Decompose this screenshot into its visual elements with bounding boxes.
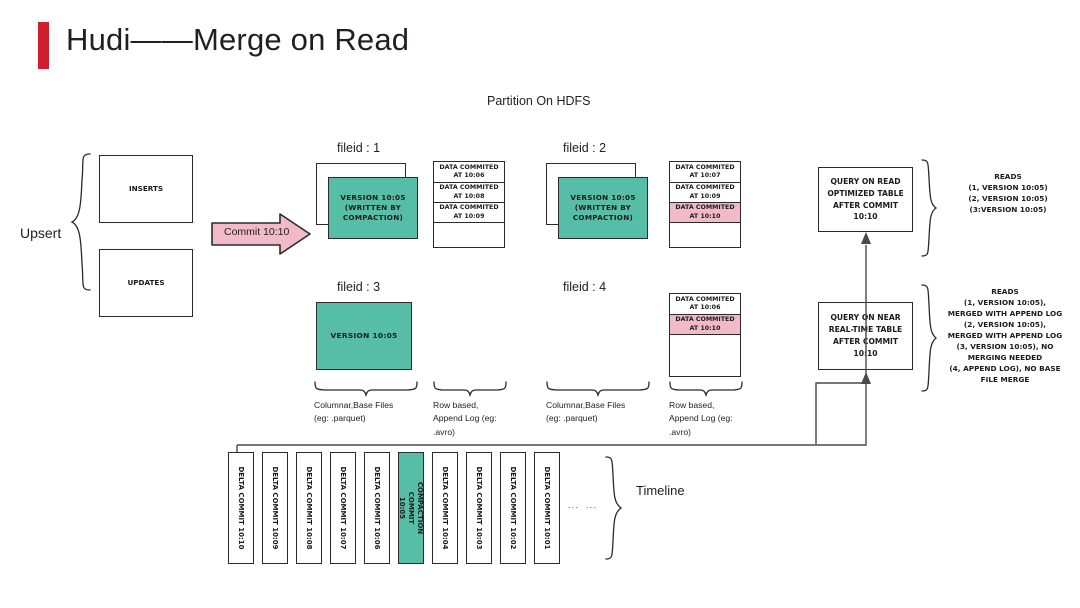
commit-label: DELTA COMMIT 10:08 (305, 466, 313, 550)
timeline-commit-card[interactable]: DELTA COMMIT 10:09 (262, 452, 288, 564)
inserts-label: INSERTS (128, 184, 164, 194)
title-accent-bar (38, 22, 49, 69)
brace-rowlog-1-label: Row based, Append Log (eg: .avro) (433, 400, 497, 437)
upsert-brace (70, 153, 91, 291)
commit-label: COMPACTION COMMIT 10:05 (398, 481, 425, 535)
commit-label: DELTA COMMIT 10:10 (237, 466, 245, 550)
commit-label: DELTA COMMIT 10:06 (373, 466, 381, 550)
fileid-3-base-label: VERSION 10:05 (330, 331, 398, 340)
log-cell-highlighted: DATA COMMITED AT 10:10 (670, 315, 740, 335)
timeline-commit-card[interactable]: DELTA COMMIT 10:08 (296, 452, 322, 564)
brace-columnar-1-label: Columnar,Base Files (eg: .parquet) (314, 400, 394, 424)
brace-reads-2 (921, 284, 938, 392)
reads-read-optimized: READS (1, VERSION 10:05) (2, VERSION 10:… (968, 172, 1048, 214)
timeline-commit-card[interactable]: DELTA COMMIT 10:03 (466, 452, 492, 564)
commit-label: DELTA COMMIT 10:03 (475, 466, 483, 550)
commit-label: DELTA COMMIT 10:02 (509, 466, 517, 550)
timeline-commit-card[interactable]: DELTA COMMIT 10:04 (432, 452, 458, 564)
inserts-box: INSERTS (99, 155, 193, 223)
fileid-3-label: fileid : 3 (337, 280, 381, 294)
timeline-commit-card[interactable]: DELTA COMMIT 10:06 (364, 452, 390, 564)
updates-box: UPDATES (99, 249, 193, 317)
brace-rowlog-2 (669, 381, 743, 398)
brace-reads-1 (921, 159, 938, 257)
brace-rowlog-1 (433, 381, 507, 398)
log-cell: DATA COMMITED AT 10:07 (670, 162, 740, 183)
timeline-label: Timeline (636, 483, 685, 498)
fileid-4-log-stack: DATA COMMITED AT 10:06 DATA COMMITED AT … (669, 293, 741, 377)
brace-rowlog-2-label: Row based, Append Log (eg: .avro) (669, 400, 733, 437)
fileid-2-base-label: VERSION 10:05 (WRITTEN BY COMPACTION) (570, 193, 636, 222)
fileid-3-base-file: VERSION 10:05 (316, 302, 412, 370)
fileid-2-base-file: VERSION 10:05 (WRITTEN BY COMPACTION) (558, 177, 648, 239)
timeline-commit-card[interactable]: DELTA COMMIT 10:01 (534, 452, 560, 564)
log-cell: DATA COMMITED AT 10:09 (434, 203, 504, 223)
commit-arrow (211, 213, 311, 255)
fileid-1-base-label: VERSION 10:05 (WRITTEN BY COMPACTION) (340, 193, 406, 222)
log-cell-highlighted: DATA COMMITED AT 10:10 (670, 203, 740, 223)
timeline-commit-card[interactable]: DELTA COMMIT 10:07 (330, 452, 356, 564)
timeline-ellipsis: ⋮ (584, 501, 597, 515)
timeline-commit-card[interactable]: DELTA COMMIT 10:10 (228, 452, 254, 564)
brace-columnar-1 (314, 381, 418, 398)
commit-label: DELTA COMMIT 10:01 (543, 466, 551, 550)
timeline-compaction-commit-card[interactable]: COMPACTION COMMIT 10:05 (398, 452, 424, 564)
updates-label: UPDATES (127, 278, 165, 288)
brace-columnar-2-label: Columnar,Base Files (eg: .parquet) (546, 400, 626, 424)
fileid-2-log-stack: DATA COMMITED AT 10:07 DATA COMMITED AT … (669, 161, 741, 248)
log-cell: DATA COMMITED AT 10:06 (434, 162, 504, 183)
commit-label: DELTA COMMIT 10:09 (271, 466, 279, 550)
log-cell: DATA COMMITED AT 10:09 (670, 183, 740, 203)
commit-label: DELTA COMMIT 10:07 (339, 466, 347, 550)
reads-near-realtime: READS (1, VERSION 10:05), MERGED WITH AP… (947, 287, 1063, 384)
partition-header: Partition On HDFS (487, 94, 591, 108)
fileid-1-base-file: VERSION 10:05 (WRITTEN BY COMPACTION) (328, 177, 418, 239)
upsert-label: Upsert (20, 225, 62, 241)
query-read-optimized-box: QUERY ON READ OPTIMIZED TABLE AFTER COMM… (818, 167, 913, 232)
fileid-4-label: fileid : 4 (563, 280, 607, 294)
timeline-commits: DELTA COMMIT 10:10 DELTA COMMIT 10:09 DE… (228, 452, 597, 564)
fileid-1-label: fileid : 1 (337, 141, 381, 155)
log-cell: DATA COMMITED AT 10:06 (670, 294, 740, 315)
timeline-commit-card[interactable]: DELTA COMMIT 10:02 (500, 452, 526, 564)
fileid-2-label: fileid : 2 (563, 141, 607, 155)
commit-label: DELTA COMMIT 10:04 (441, 466, 449, 550)
brace-columnar-2 (546, 381, 650, 398)
timeline-ellipsis: ⋮ (566, 501, 579, 515)
fileid-1-log-stack: DATA COMMITED AT 10:06 DATA COMMITED AT … (433, 161, 505, 248)
log-cell: DATA COMMITED AT 10:08 (434, 183, 504, 203)
commit-arrow-label: Commit 10:10 (224, 226, 290, 238)
brace-timeline (605, 456, 623, 560)
page-title: Hudi——Merge on Read (66, 22, 410, 57)
